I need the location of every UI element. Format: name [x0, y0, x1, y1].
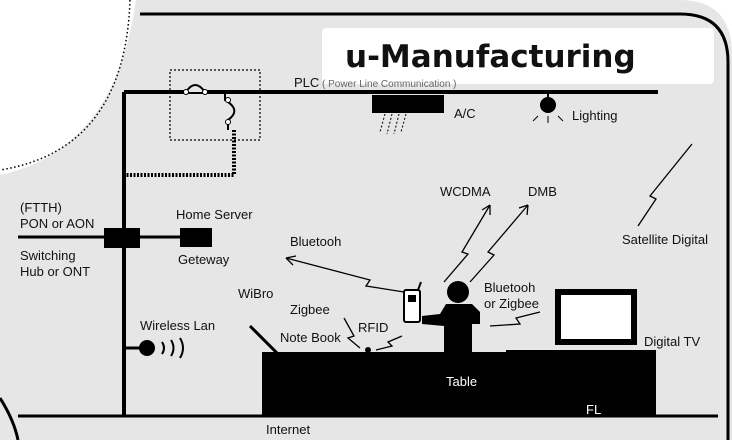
plc-sub-label: ( Power Line Communication )	[322, 79, 457, 90]
internet-label: Internet	[266, 422, 310, 437]
wireless-lan-label: Wireless Lan	[140, 318, 215, 333]
zigbee-label: Zigbee	[290, 302, 330, 317]
ac-airflow-icon	[379, 113, 407, 135]
page-title: u-Manufacturing	[345, 39, 636, 75]
bt-zigbee-link	[489, 311, 541, 327]
satellite-link	[637, 143, 693, 227]
digital-tv-label: Digital TV	[644, 334, 700, 349]
hub-label: Hub or ONT	[20, 264, 90, 279]
home-server-label: Home Server	[176, 207, 253, 222]
wireless-ap-icon	[139, 340, 155, 356]
mobile-phone-icon	[403, 289, 421, 323]
ftth-label: (FTTH)	[20, 200, 62, 215]
digital-tv-icon	[555, 289, 637, 345]
geteway-label: Geteway	[178, 252, 230, 267]
plc-label: PLC	[294, 75, 319, 90]
switching-label: Switching	[20, 248, 76, 263]
rfid-label: RFID	[358, 320, 388, 335]
lighting-bulb-icon	[540, 97, 556, 113]
bluetooh-label: Bluetooh	[290, 234, 341, 249]
title-box	[322, 28, 714, 84]
dmb-link	[469, 204, 529, 283]
table	[262, 352, 524, 416]
wcdma-link	[443, 204, 491, 283]
notebook-label: Note Book	[280, 330, 341, 345]
pon-label: PON or AON	[20, 216, 94, 231]
home-server-box	[180, 228, 212, 247]
wcdma-label: WCDMA	[440, 184, 491, 199]
bluetooh-or-label: Bluetooh	[484, 280, 535, 295]
dotted-corner	[0, 0, 131, 171]
zigbee-link	[343, 317, 361, 349]
switching-hub-box	[104, 228, 140, 248]
rfid-link	[375, 335, 403, 351]
dotted-drop	[125, 130, 236, 177]
wibro-label: WiBro	[238, 286, 273, 301]
bluetooh-link	[285, 257, 405, 293]
rfid-tag-icon	[365, 347, 371, 353]
satellite-label: Satellite Digital	[622, 232, 708, 247]
person-body-icon	[422, 304, 480, 352]
junction-box	[169, 69, 261, 141]
fl-label: FL	[586, 402, 601, 417]
lighting-label: Lighting	[572, 108, 618, 123]
table-ext	[506, 350, 656, 416]
person-head-icon	[447, 281, 469, 303]
wifi-waves-icon	[161, 337, 184, 359]
frame-left-arc	[0, 397, 20, 440]
dmb-label: DMB	[528, 184, 557, 199]
ac-label: A/C	[454, 106, 476, 121]
table-label: Table	[446, 374, 477, 389]
diagram-frame	[140, 12, 730, 440]
ac-unit	[372, 95, 444, 113]
or-zigbee-label: or Zigbee	[484, 296, 539, 311]
